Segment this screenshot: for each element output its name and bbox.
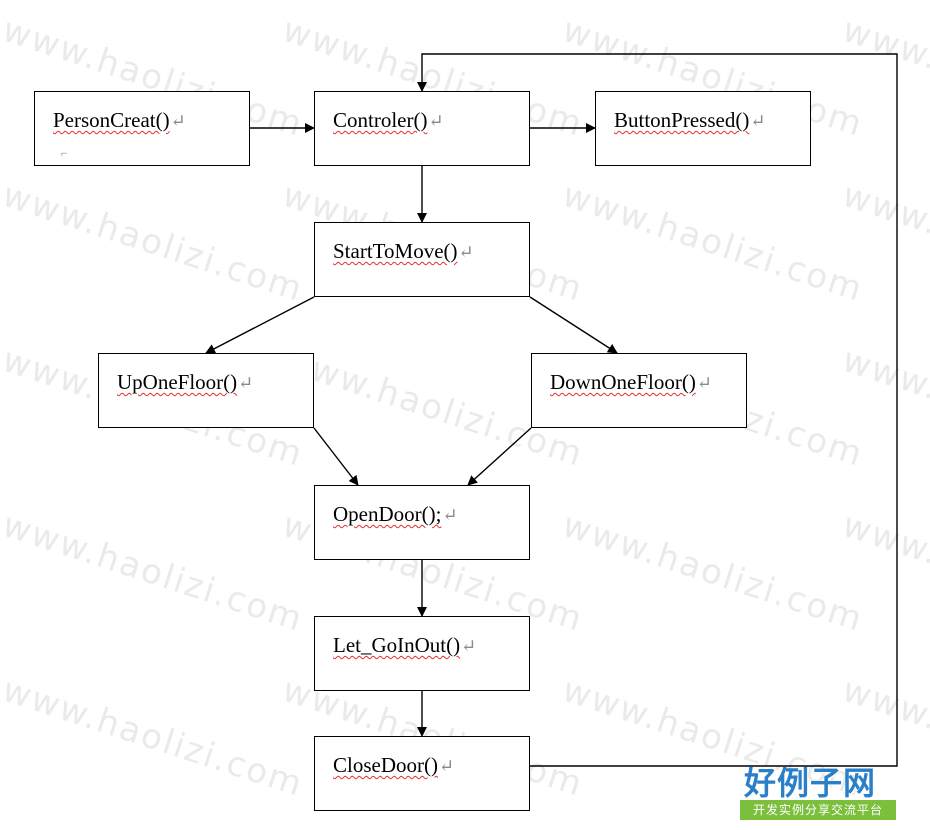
node-label: Controler() (333, 108, 428, 132)
paragraph-mark: ↵ (238, 373, 254, 393)
logo-main-text: 好例子网 (744, 764, 877, 802)
paragraph-mark: ↵ (461, 636, 477, 656)
node-controler: Controler()↵ (314, 91, 530, 166)
site-logo[interactable]: 好例子网 开发实例分享交流平台 (740, 758, 896, 822)
paragraph-mark: ↵ (442, 505, 458, 525)
paragraph-mark: ↵ (458, 242, 474, 262)
node-label: StartToMove() (333, 239, 458, 263)
node-button-pressed: ButtonPressed()↵ (595, 91, 811, 166)
node-label: OpenDoor(); (333, 502, 442, 526)
paragraph-mark: ↵ (750, 111, 766, 131)
node-person-creat: PersonCreat()↵ ⌐ (34, 91, 250, 166)
paragraph-mark: ↵ (170, 111, 186, 131)
edge-down-one-floor-to-open-door (467, 427, 532, 486)
node-let-go-in-out: Let_GoInOut()↵ (314, 616, 530, 691)
cursor-mark-icon: ⌐ (61, 146, 68, 160)
node-label: Let_GoInOut() (333, 633, 461, 657)
node-label: CloseDoor() (333, 753, 438, 777)
node-label: ButtonPressed() (614, 108, 750, 132)
paragraph-mark: ↵ (438, 756, 455, 776)
node-label: DownOneFloor() (550, 370, 696, 394)
edge-up-one-floor-to-open-door (313, 427, 359, 486)
edge-close-door-to-controler (417, 53, 898, 767)
node-up-one-floor: UpOneFloor()↵ (98, 353, 314, 428)
node-open-door: OpenDoor();↵ (314, 485, 530, 560)
node-down-one-floor: DownOneFloor()↵ (531, 353, 747, 428)
edge-start-to-move-to-up-one-floor (205, 296, 315, 354)
paragraph-mark: ↵ (428, 111, 444, 131)
node-close-door: CloseDoor()↵ (314, 736, 530, 811)
paragraph-mark: ↵ (696, 373, 712, 393)
node-start-to-move: StartToMove()↵ (314, 222, 530, 297)
logo-sub-text: 开发实例分享交流平台 (740, 800, 896, 820)
edge-start-to-move-to-down-one-floor (529, 296, 618, 354)
node-label: PersonCreat() (53, 108, 170, 132)
node-label: UpOneFloor() (117, 370, 238, 394)
